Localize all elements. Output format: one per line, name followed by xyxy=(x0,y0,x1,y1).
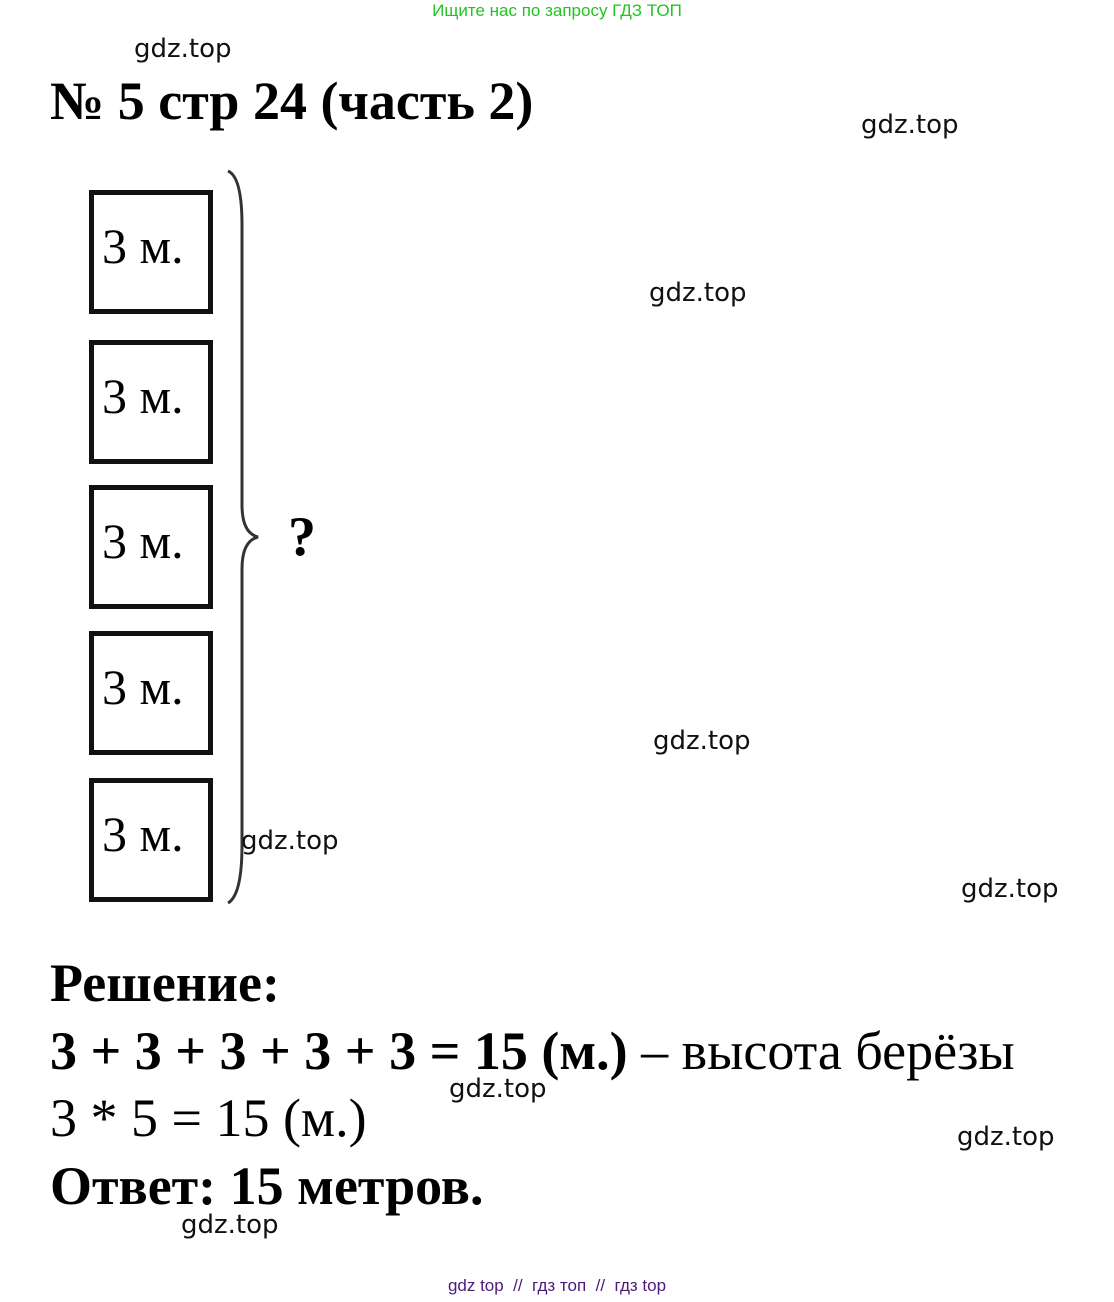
watermark: gdz.top xyxy=(961,874,1059,904)
segment-label: 3 м. xyxy=(102,218,184,274)
question-mark: ? xyxy=(288,506,316,568)
segment-label: 3 м. xyxy=(102,806,184,862)
segment-label: 3 м. xyxy=(102,659,184,715)
segment-box: 3 м. xyxy=(89,190,213,314)
segment-box: 3 м. xyxy=(89,485,213,609)
segment-box: 3 м. xyxy=(89,631,213,755)
watermark: gdz.top xyxy=(241,826,339,856)
watermark: gdz.top xyxy=(653,726,751,756)
answer: Ответ: 15 метров. xyxy=(50,1156,484,1216)
search-banner[interactable]: Ищите нас по запросу ГДЗ ТОП xyxy=(432,1,682,20)
solution-line-1: 3 + 3 + 3 + 3 + 3 = 15 (м.) – высота бер… xyxy=(50,1020,1015,1082)
equation-note: – высота берёзы xyxy=(627,1021,1015,1081)
watermark: gdz.top xyxy=(861,110,959,140)
page-title: № 5 стр 24 (часть 2) xyxy=(50,71,534,131)
equation: 3 + 3 + 3 + 3 + 3 = 15 (м.) xyxy=(50,1021,628,1081)
watermark: gdz.top xyxy=(649,278,747,308)
segment-box: 3 м. xyxy=(89,778,213,902)
watermark: gdz.top xyxy=(181,1210,279,1240)
footer-links[interactable]: gdz top // гдз топ // гдз top xyxy=(447,1276,667,1295)
watermark: gdz.top xyxy=(957,1122,1055,1152)
segment-box: 3 м. xyxy=(89,340,213,464)
solution-heading: Решение: xyxy=(50,953,280,1013)
segment-label: 3 м. xyxy=(102,368,184,424)
watermark: gdz.top xyxy=(449,1074,547,1104)
curly-brace xyxy=(227,169,259,905)
solution-line-2: 3 * 5 = 15 (м.) xyxy=(50,1088,367,1148)
segment-label: 3 м. xyxy=(102,513,184,569)
watermark: gdz.top xyxy=(134,34,232,64)
